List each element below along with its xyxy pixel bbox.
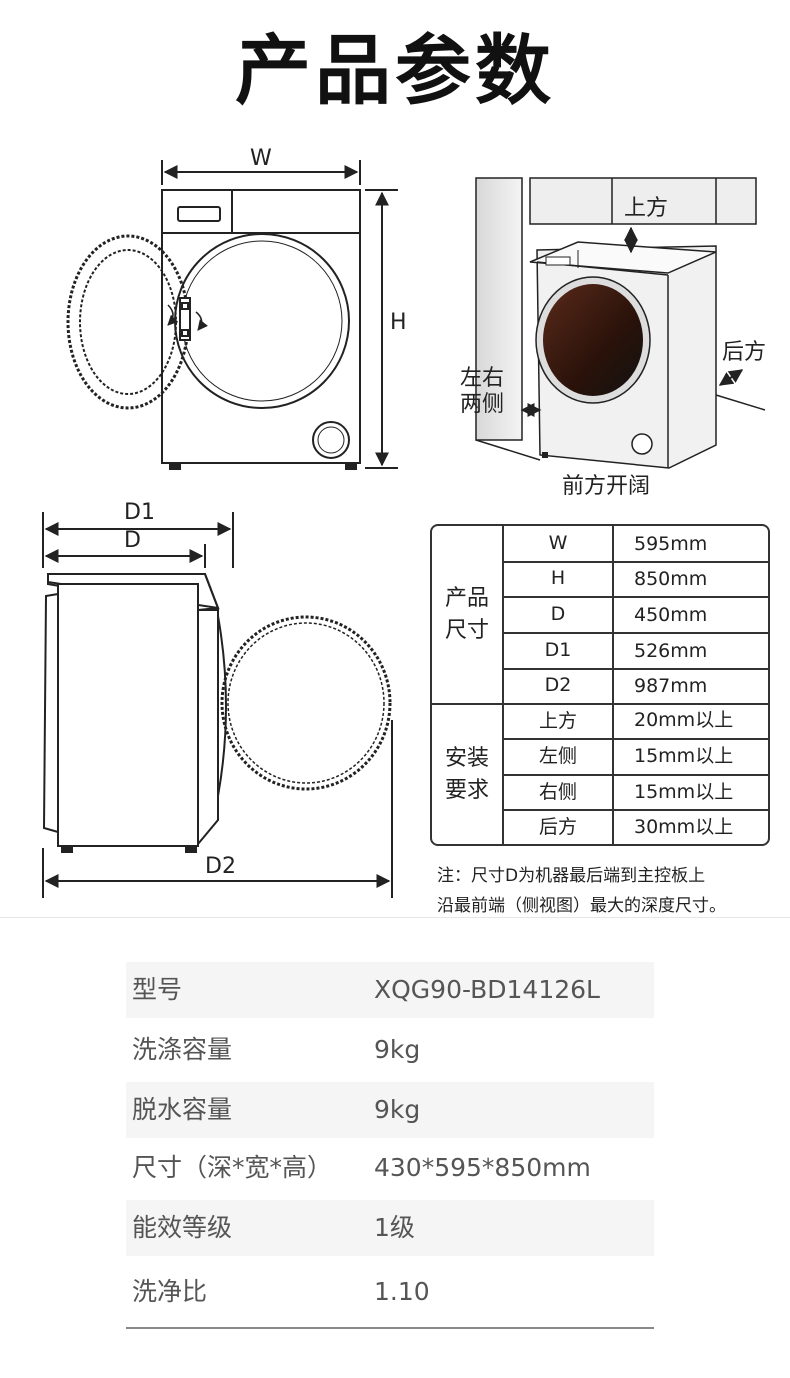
install-label-top: 上方	[624, 196, 669, 221]
spec-key: 后方	[538, 816, 577, 838]
spec-note-line-2: 沿最前端（侧视图）最大的深度尺寸。	[437, 896, 726, 916]
table-bottom-rule	[126, 1327, 654, 1329]
install-label-back: 后方	[722, 340, 767, 365]
table-row: 洗涤容量 9kg	[126, 1022, 654, 1078]
dimension-diagrams	[42, 160, 766, 898]
front-view-washer	[66, 189, 361, 470]
spec-key: D2	[544, 674, 572, 696]
spec-key: 上方	[538, 710, 577, 732]
spec-key: D	[550, 603, 566, 625]
param-label: 型号	[132, 975, 183, 1004]
param-value: XQG90-BD14126L	[374, 975, 600, 1004]
page-title: 产品参数	[235, 26, 555, 115]
side-view-washer	[42, 573, 392, 853]
spec-key: 左侧	[538, 745, 577, 767]
param-label: 洗涤容量	[132, 1035, 233, 1064]
table-row: 能效等级 1级	[126, 1200, 654, 1256]
param-value: 430*595*850mm	[374, 1153, 591, 1182]
section-divider	[0, 917, 790, 918]
param-label: 脱水容量	[132, 1095, 233, 1124]
spec-value: 987mm	[634, 675, 708, 697]
table-row: 洗净比 1.10	[126, 1264, 654, 1320]
installation-view	[475, 177, 766, 469]
spec-value: 30mm以上	[634, 816, 734, 838]
param-value: 1级	[374, 1213, 415, 1242]
table-row: 型号 XQG90-BD14126L	[126, 962, 654, 1018]
spec-key: W	[548, 532, 568, 554]
install-label-sides-2: 两侧	[460, 392, 505, 417]
table-row: 尺寸（深*宽*高） 430*595*850mm	[126, 1140, 654, 1196]
param-value: 1.10	[374, 1277, 430, 1306]
spec-table: 产品 尺寸 安装 要求 W 595mm H 850mm D 450mm D1 5…	[430, 524, 770, 846]
dim-label-d2: D2	[205, 854, 236, 879]
param-value: 9kg	[374, 1095, 421, 1124]
dim-label-d: D	[124, 528, 141, 553]
install-label-sides-1: 左右	[460, 366, 505, 391]
dim-label-d1: D1	[124, 500, 155, 525]
spec-key: 右侧	[538, 781, 577, 803]
spec-note-line-1: 注：尺寸D为机器最后端到主控板上	[437, 866, 706, 886]
param-label: 能效等级	[132, 1213, 233, 1242]
spec-value: 20mm以上	[634, 709, 734, 731]
spec-value: 850mm	[634, 568, 708, 590]
spec-group-size-2: 尺寸	[444, 618, 489, 643]
spec-group-size-1: 产品	[444, 586, 489, 611]
param-value: 9kg	[374, 1035, 421, 1064]
param-label: 洗净比	[132, 1277, 208, 1306]
param-label: 尺寸（深*宽*高）	[132, 1153, 333, 1182]
spec-value: 450mm	[634, 604, 708, 626]
spec-value: 526mm	[634, 640, 708, 662]
spec-key: D1	[544, 639, 572, 661]
spec-group-install-1: 安装	[444, 746, 489, 771]
spec-value: 595mm	[634, 533, 708, 555]
spec-value: 15mm以上	[634, 745, 734, 767]
spec-value: 15mm以上	[634, 781, 734, 803]
dim-label-w: W	[250, 146, 272, 171]
install-label-front: 前方开阔	[562, 474, 651, 499]
table-row: 脱水容量 9kg	[126, 1082, 654, 1138]
spec-group-install-2: 要求	[444, 778, 489, 803]
spec-key: H	[550, 567, 566, 589]
dim-label-h: H	[390, 310, 407, 335]
